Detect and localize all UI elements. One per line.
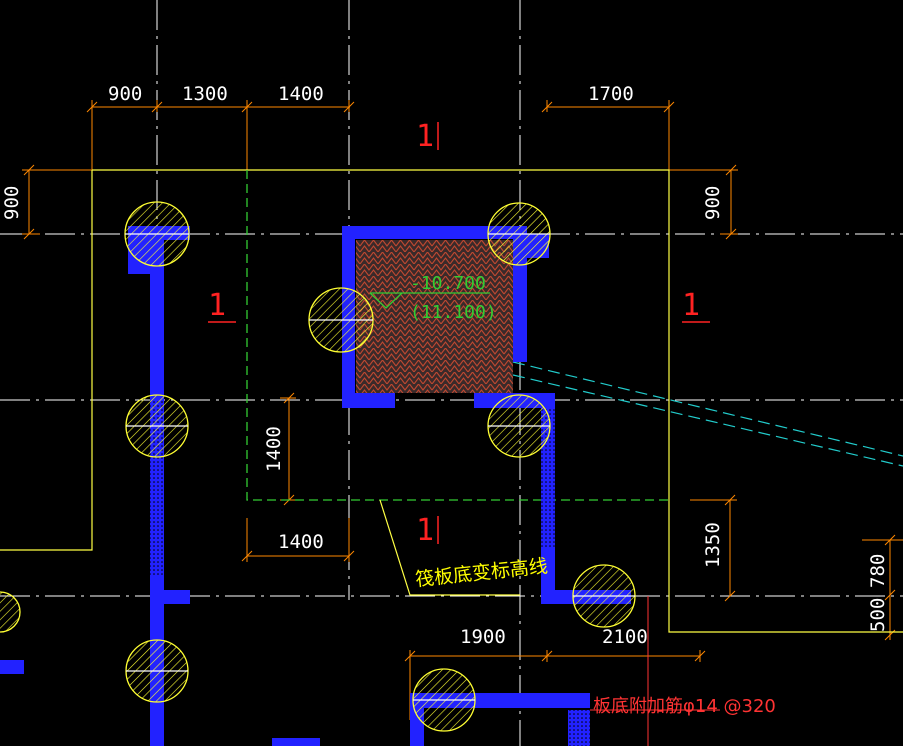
dim-right-900: 900 [702, 186, 724, 220]
pile [412, 668, 476, 732]
svg-text:1: 1 [416, 119, 434, 154]
pit-elevation: -10.700 [410, 273, 486, 294]
pit-elevation-marker: -10.700 (11.100) [369, 273, 497, 323]
pit-elevation-alt: (11.100) [410, 302, 497, 323]
pile [125, 394, 189, 458]
section-mark-left: 1 [208, 288, 236, 323]
pile [0, 591, 21, 633]
dim-top-1400: 1400 [278, 83, 324, 105]
rebar-note-label: 板底附加筋φ14 @320 [593, 696, 776, 717]
svg-text:1: 1 [416, 513, 434, 548]
section-mark-bottom: 1 [416, 513, 439, 548]
section-mark-right: 1 [682, 288, 710, 323]
rebar-note: 板底附加筋φ14 @320 [590, 596, 776, 746]
dim-right-1350: 1350 [702, 522, 724, 568]
piles [0, 201, 636, 732]
dim-bottom-2100: 2100 [602, 626, 648, 648]
pile [125, 639, 189, 703]
wall-left-join [150, 576, 164, 604]
dimension-lines [22, 100, 903, 720]
elevator-pit [356, 240, 513, 393]
dim-edge-500: 500 [867, 598, 889, 632]
wall-bottom-stub [272, 738, 320, 746]
svg-text:1: 1 [682, 288, 700, 323]
pile [308, 287, 374, 353]
wall-far-left [0, 660, 24, 674]
pit-hatch [356, 240, 513, 393]
dim-mid-1400-vertical: 1400 [263, 426, 285, 472]
pile [487, 202, 551, 266]
dim-edge-780: 780 [867, 554, 889, 588]
section-mark-top: 1 [416, 119, 439, 154]
dim-left-900: 900 [1, 186, 23, 220]
dim-bottom-1900: 1900 [460, 626, 506, 648]
cyan-dashed-lines [512, 361, 903, 467]
svg-text:1: 1 [208, 288, 226, 323]
dim-top-900: 900 [108, 83, 142, 105]
dim-top-1700: 1700 [588, 83, 634, 105]
section-marks: 1 1 1 1 [208, 119, 710, 548]
pile [124, 201, 190, 267]
dim-top-1300: 1300 [182, 83, 228, 105]
grade-change-line [246, 170, 669, 501]
pit-wall-bottom-left [342, 393, 395, 408]
raft-slab-outline [0, 169, 903, 633]
pile [572, 564, 636, 628]
pile [487, 394, 551, 458]
dim-mid-1400-horizontal: 1400 [278, 531, 324, 553]
dimension-text: 900 1300 1400 1700 900 900 1400 1400 135… [1, 83, 889, 648]
pit-wall-top [342, 226, 527, 239]
